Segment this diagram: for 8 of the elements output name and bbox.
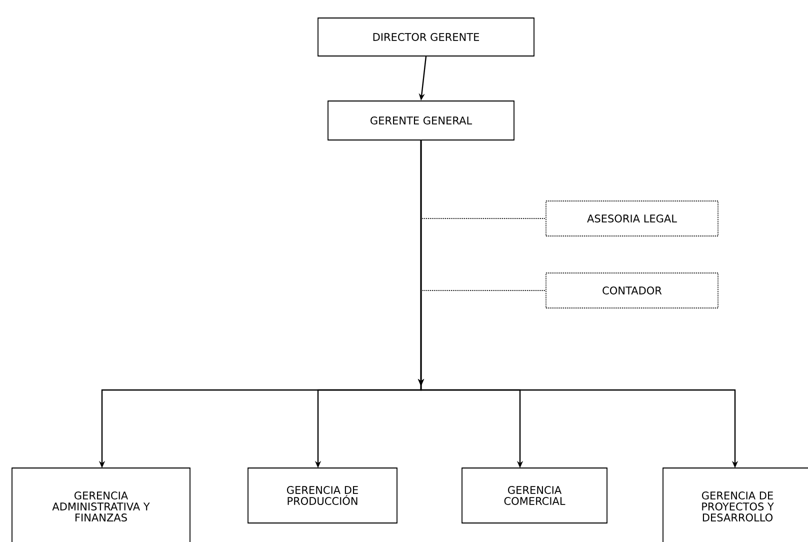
org-box: GERENTE GENERAL: [328, 100, 514, 140]
org-box: GERENCIA DE PRODUCCIÓN: [248, 468, 398, 524]
org-box: DIRECTOR GERENTE: [318, 18, 534, 56]
org-box: GERENCIA ADMINISTRATIVA Y FINANZAS: [12, 468, 190, 542]
dotted-box: ASESORIA LEGAL: [546, 200, 718, 236]
dotted-box: CONTADOR: [546, 272, 718, 308]
org-box: GERENCIA COMERCIAL: [462, 468, 608, 524]
org-box: GERENCIA DE PROYECTOS Y DESARROLLO: [662, 468, 808, 542]
